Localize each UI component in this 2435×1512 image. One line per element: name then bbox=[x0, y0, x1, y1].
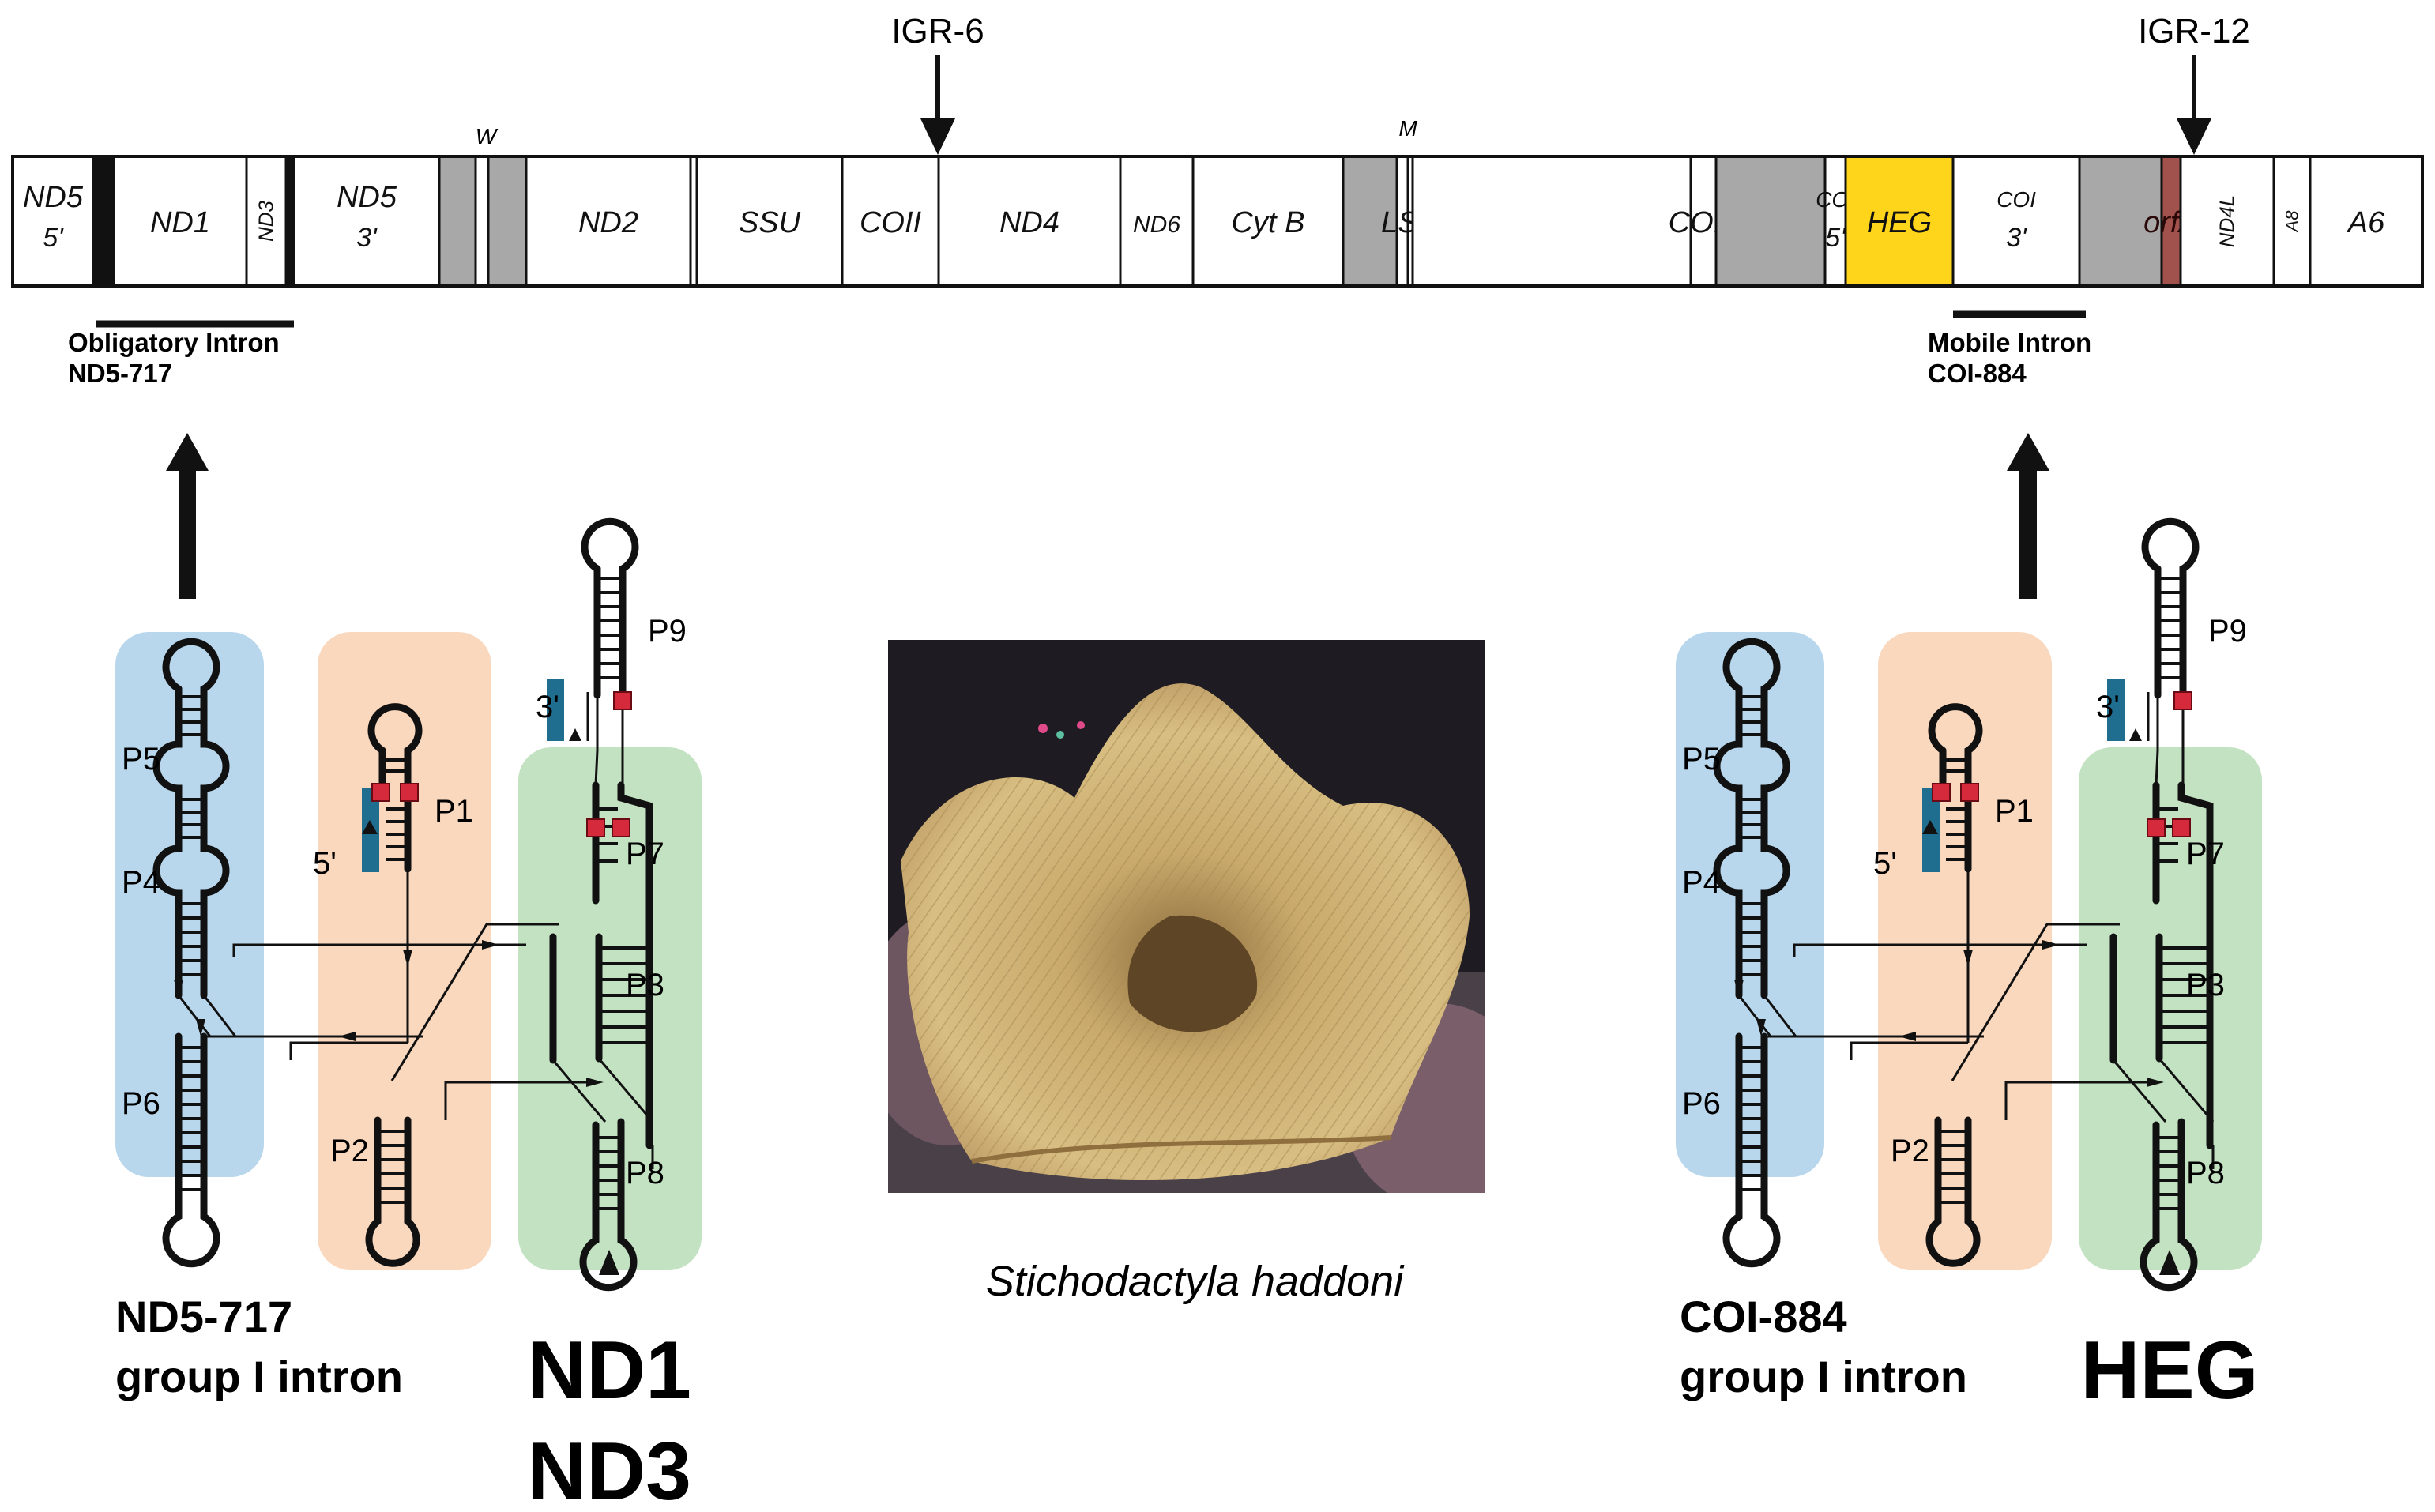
left-host-gene-2: ND3 bbox=[527, 1426, 691, 1512]
igr-12-arrow bbox=[2177, 55, 2211, 155]
anemone-photo bbox=[888, 640, 1485, 1193]
gene-label: ND1 bbox=[150, 206, 210, 239]
gene-segment-spacer bbox=[1714, 155, 1827, 288]
gene-segment-spacer bbox=[474, 155, 490, 288]
gene-label: A6 bbox=[2347, 206, 2385, 239]
gene-segment-spacer bbox=[92, 155, 115, 288]
gene-segment-nd3: ND3 bbox=[245, 155, 288, 288]
helix-label-p6: P6 bbox=[1682, 1086, 1721, 1121]
helix-label-p3: P3 bbox=[2186, 968, 2225, 1002]
gene-segment-spacer bbox=[2078, 155, 2163, 288]
helix-label-p9: P9 bbox=[2208, 614, 2247, 649]
helix-label-p8: P8 bbox=[626, 1156, 664, 1190]
mobile-intron-name: COI-884 bbox=[1928, 359, 2027, 388]
gene-label: COI bbox=[1997, 187, 2036, 212]
left-intron-caption-line2: group I intron bbox=[115, 1352, 403, 1401]
gene-label: ND2 bbox=[578, 206, 638, 239]
exon-3-prime-label: 3' bbox=[536, 690, 559, 724]
igr-12-label: IGR-12 bbox=[2138, 12, 2250, 51]
left-intron-arrow bbox=[166, 433, 209, 599]
nd5-717-intron-structure: P9 P5 P1 P7 P4 P3 P6 P2 P8 5' 3' bbox=[115, 521, 702, 1287]
right-host-gene: HEG bbox=[2080, 1325, 2258, 1416]
left-intron-caption-line1: ND5-717 bbox=[115, 1292, 292, 1341]
species-caption: Stichodactyla haddoni bbox=[986, 1258, 1405, 1305]
helix-label-p1: P1 bbox=[435, 794, 473, 829]
gene-segment-coii: COII bbox=[841, 155, 940, 288]
gene-segment-spacer bbox=[438, 155, 477, 288]
right-insertion-marker bbox=[2159, 1250, 2180, 1275]
gene-label: ND4L bbox=[2215, 195, 2239, 247]
helix-label-p2: P2 bbox=[330, 1134, 369, 1168]
gene-segment-spacer bbox=[487, 155, 528, 288]
gene-segment-nd1: ND1 bbox=[112, 155, 248, 288]
gene-segment-a6: A6 bbox=[2309, 155, 2424, 288]
gene-segment-ssu: SSU bbox=[695, 155, 844, 288]
helix-label-p5: P5 bbox=[1682, 742, 1721, 777]
gene-label: ND3 bbox=[254, 200, 278, 242]
exon-3-prime-label: 3' bbox=[2096, 690, 2120, 724]
exon-5-prime-label: 5' bbox=[1873, 846, 1897, 881]
intron-secondary-structure-left bbox=[115, 521, 702, 1287]
gene-segment-nd4l: ND4L bbox=[2179, 155, 2275, 288]
left-insertion-marker bbox=[599, 1250, 619, 1275]
gene-label: ND6 bbox=[1133, 212, 1180, 238]
gene-segment-heg: HEG bbox=[1844, 155, 1955, 288]
helix-label-p7: P7 bbox=[2186, 837, 2225, 871]
gene-label: 5' bbox=[1825, 223, 1846, 253]
helix-label-p3: P3 bbox=[626, 968, 664, 1002]
gene-label: ND4 bbox=[999, 206, 1059, 239]
gene-segment-coi: COI 3' bbox=[1951, 155, 2081, 288]
gene-segment-cyt-b: Cyt B bbox=[1191, 155, 1345, 288]
trna-label-m: M bbox=[1398, 116, 1417, 141]
helix-label-p2: P2 bbox=[1891, 1134, 1929, 1168]
helix-label-p8: P8 bbox=[2186, 1156, 2225, 1190]
obligatory-intron-name: ND5-717 bbox=[68, 359, 172, 388]
gene-label: HEG bbox=[1867, 206, 1932, 239]
mobile-intron-title: Mobile Intron bbox=[1928, 328, 2091, 357]
genome-frame bbox=[11, 155, 2424, 288]
gene-label: A8 bbox=[2282, 210, 2301, 234]
igr-6-arrow bbox=[920, 55, 955, 155]
helix-label-p9: P9 bbox=[648, 614, 687, 649]
gene-label: 5' bbox=[43, 223, 64, 253]
coi-884-intron-structure: P9 P5 P1 P7 P4 P3 P6 P2 P8 5' 3' bbox=[1676, 521, 2262, 1287]
right-intron-arrow bbox=[2007, 433, 2049, 599]
right-intron-caption-line2: group I intron bbox=[1680, 1352, 1967, 1401]
gene-label: COII bbox=[860, 206, 922, 239]
gene-label: ND5 bbox=[337, 181, 397, 214]
helix-label-p4: P4 bbox=[122, 865, 160, 900]
gene-label: Cyt B bbox=[1232, 206, 1305, 239]
helix-label-p5: P5 bbox=[122, 742, 160, 777]
gene-label: 3' bbox=[2006, 223, 2027, 253]
left-host-gene-1: ND1 bbox=[527, 1325, 691, 1416]
gene-segment-nd6: ND6 bbox=[1119, 155, 1195, 288]
gene-segment-nd2: ND2 bbox=[525, 155, 692, 288]
gene-label: SSU bbox=[739, 206, 801, 239]
gene-segment-spacer bbox=[1411, 155, 1692, 288]
obligatory-intron-title: Obligatory Intron bbox=[68, 328, 280, 357]
helix-label-p1: P1 bbox=[1995, 794, 2034, 829]
helix-label-p6: P6 bbox=[122, 1086, 160, 1121]
helix-label-p7: P7 bbox=[626, 837, 664, 871]
helix-label-p4: P4 bbox=[1682, 865, 1721, 900]
gene-segment-a8: A8 bbox=[2272, 155, 2312, 288]
gene-label: ND5 bbox=[23, 181, 84, 214]
gene-label: 3' bbox=[356, 223, 378, 253]
gene-segment-spacer bbox=[1342, 155, 1398, 288]
right-intron-caption-line1: COI-884 bbox=[1680, 1292, 1847, 1341]
trna-label-w: W bbox=[476, 124, 499, 149]
exon-5-prime-label: 5' bbox=[313, 846, 337, 881]
gene-segment-nd4: ND4 bbox=[937, 155, 1122, 288]
intron-secondary-structure-right bbox=[1676, 521, 2262, 1287]
igr-6-label: IGR-6 bbox=[891, 12, 984, 51]
